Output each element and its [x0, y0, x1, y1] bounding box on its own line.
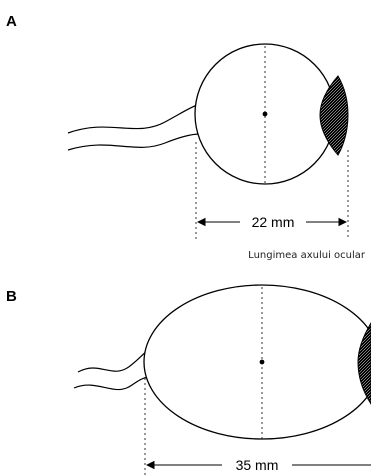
eyeball-b [144, 285, 371, 439]
optic-nerve-upper-line [68, 104, 200, 133]
optic-nerve-lower-line [68, 134, 200, 150]
panel-b-label: B [6, 288, 17, 305]
panel-a-label: A [6, 13, 17, 30]
panel-b: B 35 mm [6, 285, 371, 476]
measurement-label-b: 35 mm [236, 457, 279, 473]
panel-a: A 22 mm Lungimea axului ocular [6, 13, 366, 261]
optic-nerve-lower-line-b [74, 377, 148, 390]
center-point-a [263, 112, 268, 117]
center-point-b [260, 360, 265, 365]
axial-length-caption: Lungimea axului ocular [248, 250, 366, 261]
measurement-label-a: 22 mm [252, 214, 295, 230]
optic-nerve-upper-line-b [78, 350, 148, 372]
